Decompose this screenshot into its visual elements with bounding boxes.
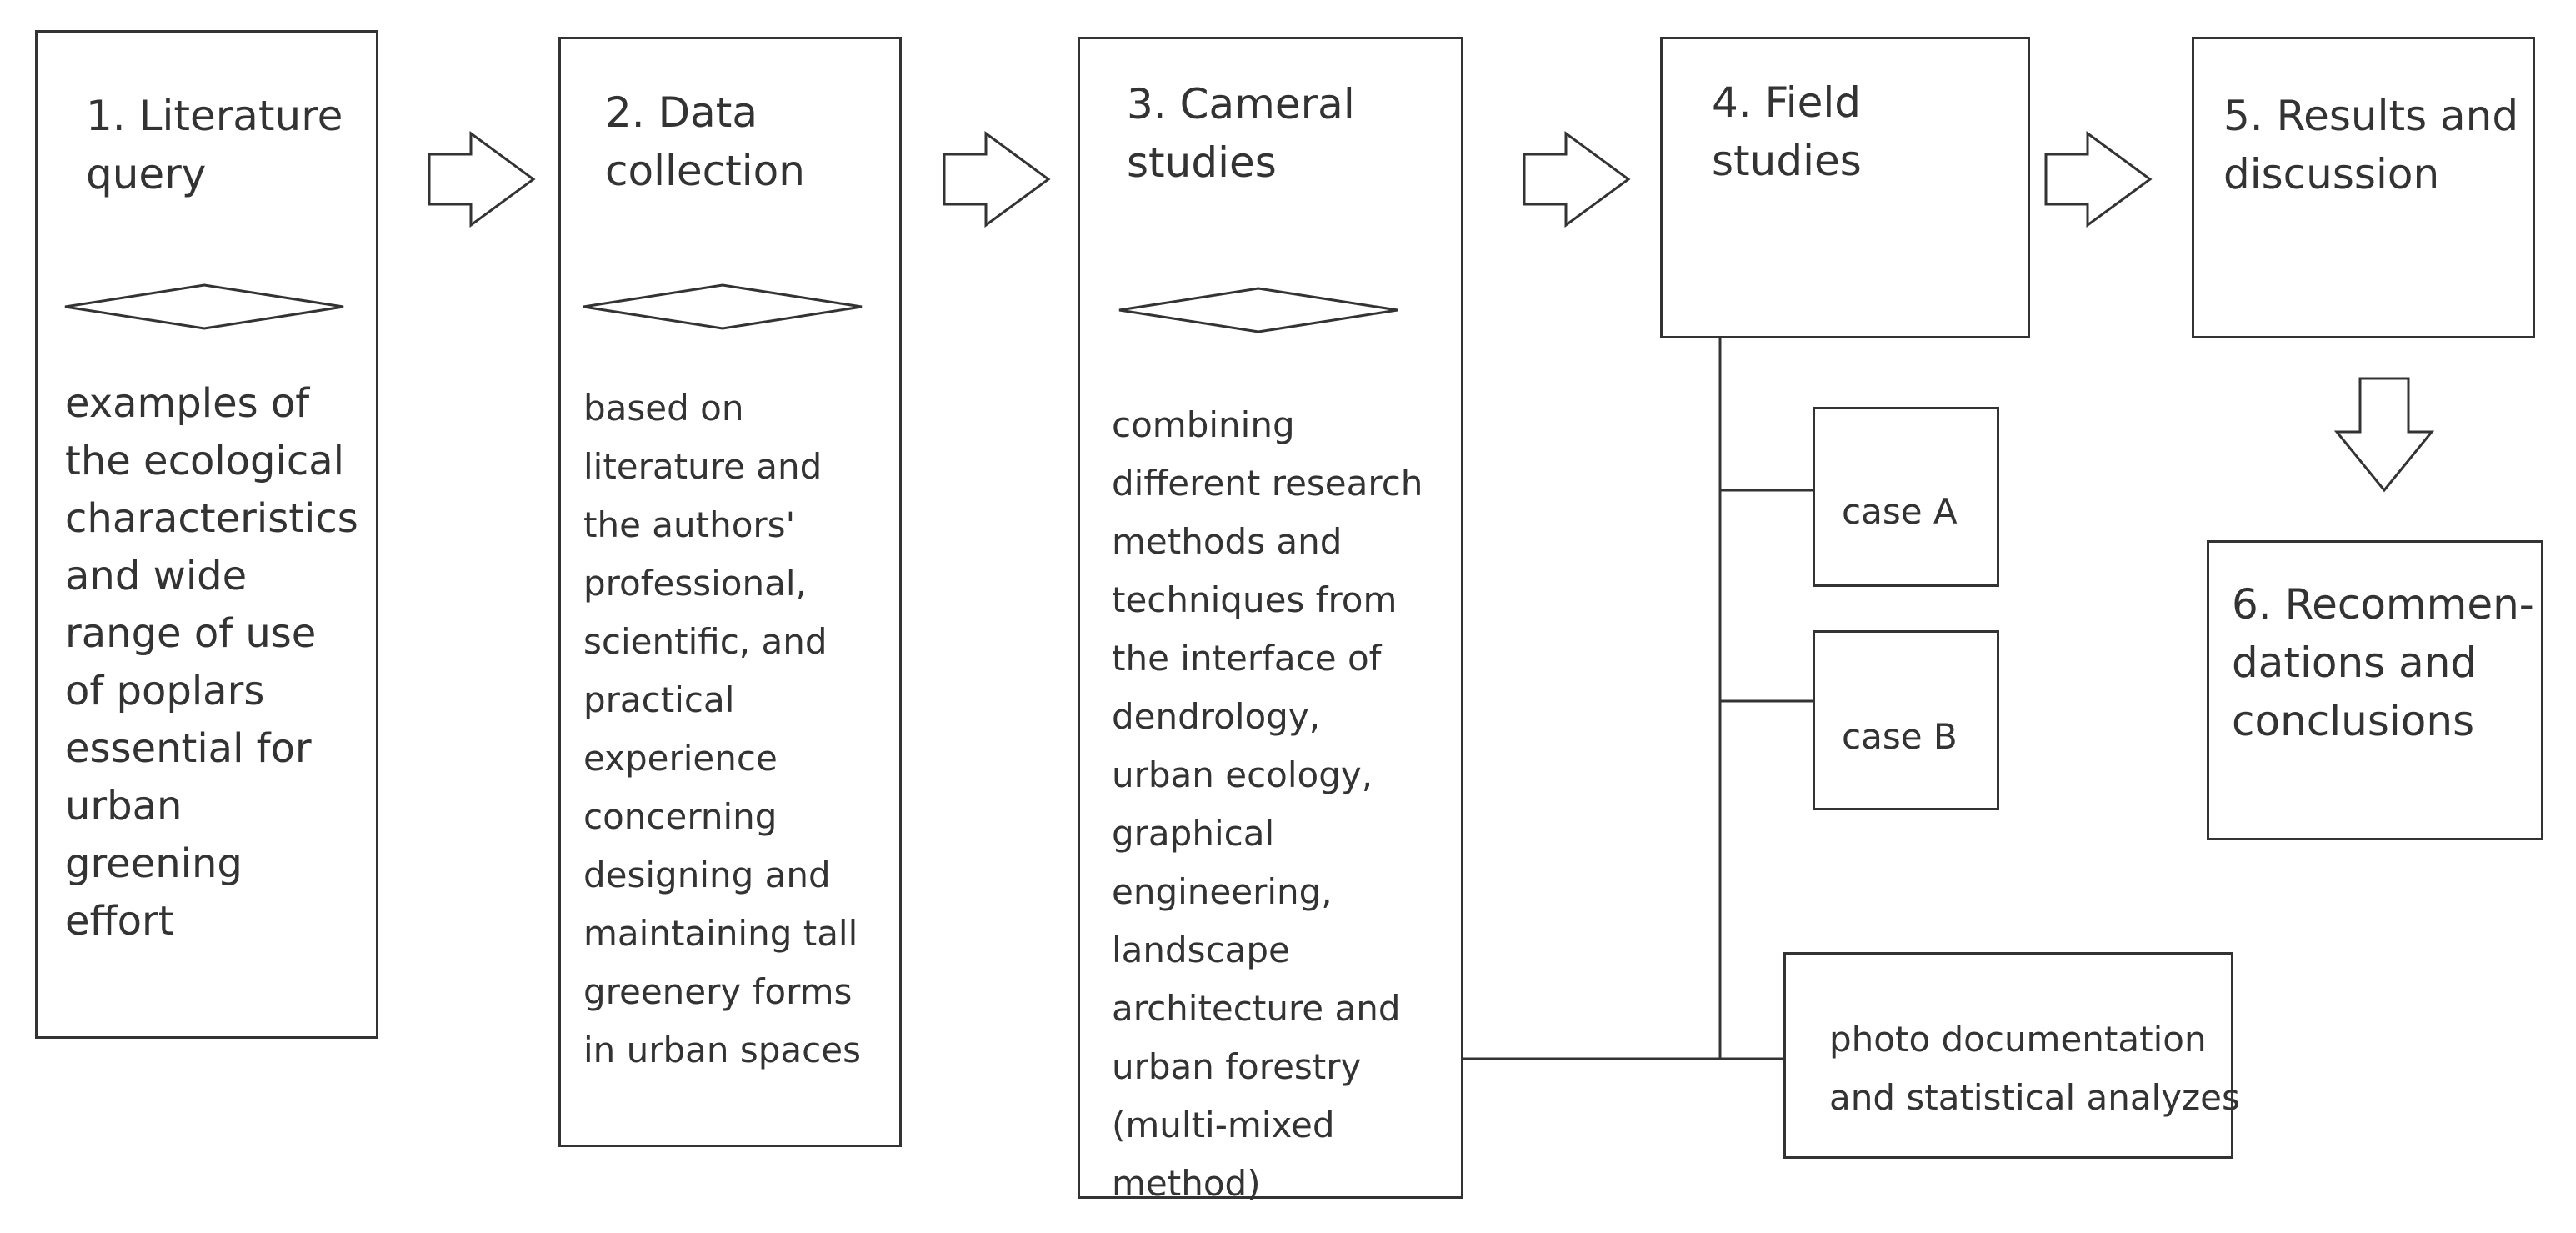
arrow-icon-1-to-2 [428,131,536,228]
step-box-3 [1078,37,1463,1199]
step-1-title: 1. Literature query [86,92,343,198]
step-3-description: combining different research methods and… [1112,404,1423,1204]
step-2-title: 2. Data collection [605,88,805,195]
diamond-icon-3 [1118,287,1398,333]
arrow-icon-5-to-6 [2333,377,2435,493]
case-a-label: case A [1842,491,1958,532]
step-1-description: examples of the ecological characteristi… [65,380,358,945]
arrow-icon-3-to-4 [1523,131,1631,228]
step-box-1 [35,30,378,1039]
documentation-box [1783,952,2233,1159]
step-box-5 [2192,37,2535,338]
step-box-6 [2207,540,2543,840]
step-box-2 [558,37,902,1147]
arrow-icon-4-to-5 [2044,131,2153,228]
step-6-title: 6. Recommen- dations and conclusions [2232,580,2534,745]
case-a-box [1813,407,1999,587]
step-4-title: 4. Field studies [1712,78,1862,185]
diamond-icon-1 [64,283,344,330]
arrow-icon-2-to-3 [943,131,1051,228]
step-5-title: 5. Results and discussion [2223,92,2519,198]
step-2-description: based on literature and the authors' pro… [583,388,861,1070]
case-b-label: case B [1842,716,1958,757]
step-3-title: 3. Cameral studies [1127,80,1355,187]
case-b-box [1813,630,1999,810]
step-box-4 [1660,37,2030,338]
diamond-icon-2 [583,283,863,330]
documentation-label: photo documentation and statistical anal… [1829,1019,2240,1118]
